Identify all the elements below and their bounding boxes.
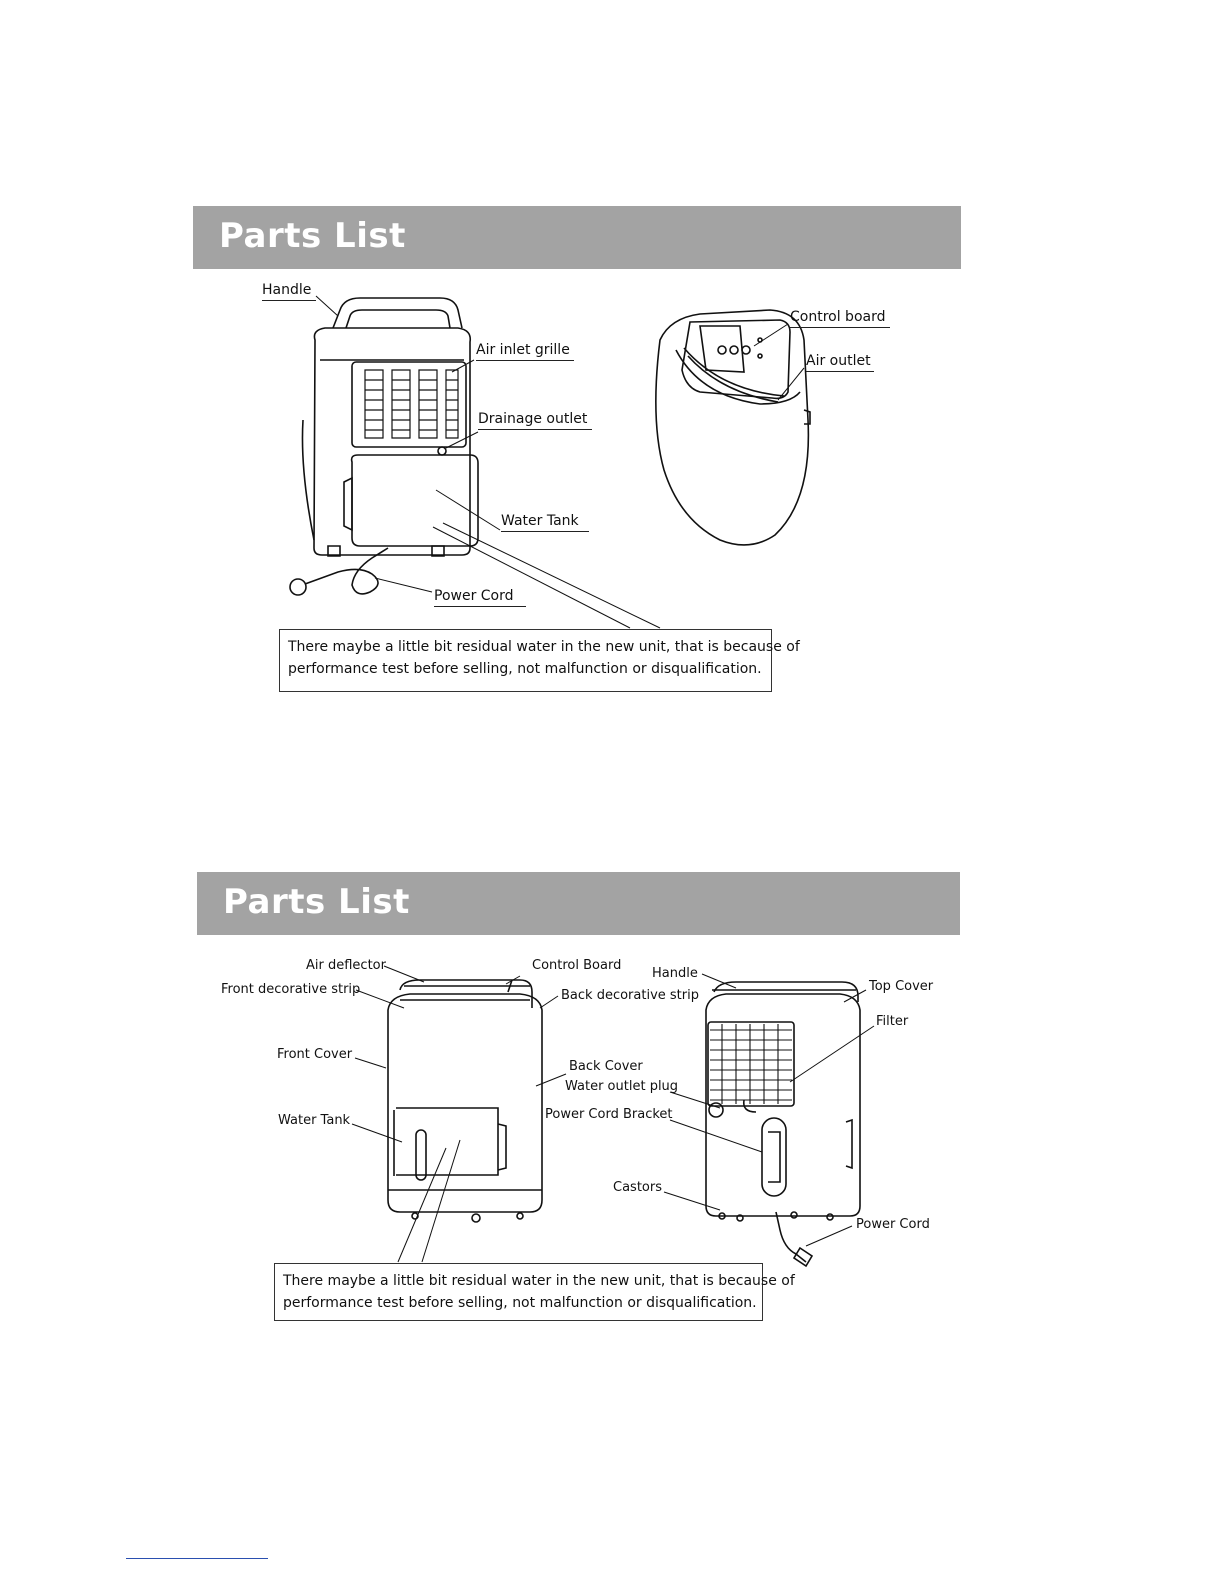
label-power-cord-bracket: Power Cord Bracket xyxy=(545,1107,673,1122)
label-control-board-2: Control Board xyxy=(532,958,621,973)
label-top-cover: Top Cover xyxy=(869,979,933,994)
label-water-tank-2: Water Tank xyxy=(278,1113,350,1128)
label-filter: Filter xyxy=(876,1014,908,1029)
footer-rule xyxy=(126,1558,268,1559)
note-line-1: There maybe a little bit residual water … xyxy=(283,1270,754,1292)
label-back-decorative-strip: Back decorative strip xyxy=(561,988,699,1003)
residual-water-note-2: There maybe a little bit residual water … xyxy=(274,1263,763,1321)
label-power-cord-2: Power Cord xyxy=(856,1217,930,1232)
label-back-cover: Back Cover xyxy=(569,1059,643,1074)
label-front-cover: Front Cover xyxy=(277,1047,352,1062)
label-handle-2: Handle xyxy=(652,966,698,981)
label-air-deflector: Air deflector xyxy=(306,958,386,973)
label-front-decorative-strip: Front decorative strip xyxy=(221,982,360,997)
label-castors: Castors xyxy=(613,1180,662,1195)
note-line-2: performance test before selling, not mal… xyxy=(283,1292,754,1314)
label-water-outlet-plug: Water outlet plug xyxy=(565,1079,678,1094)
